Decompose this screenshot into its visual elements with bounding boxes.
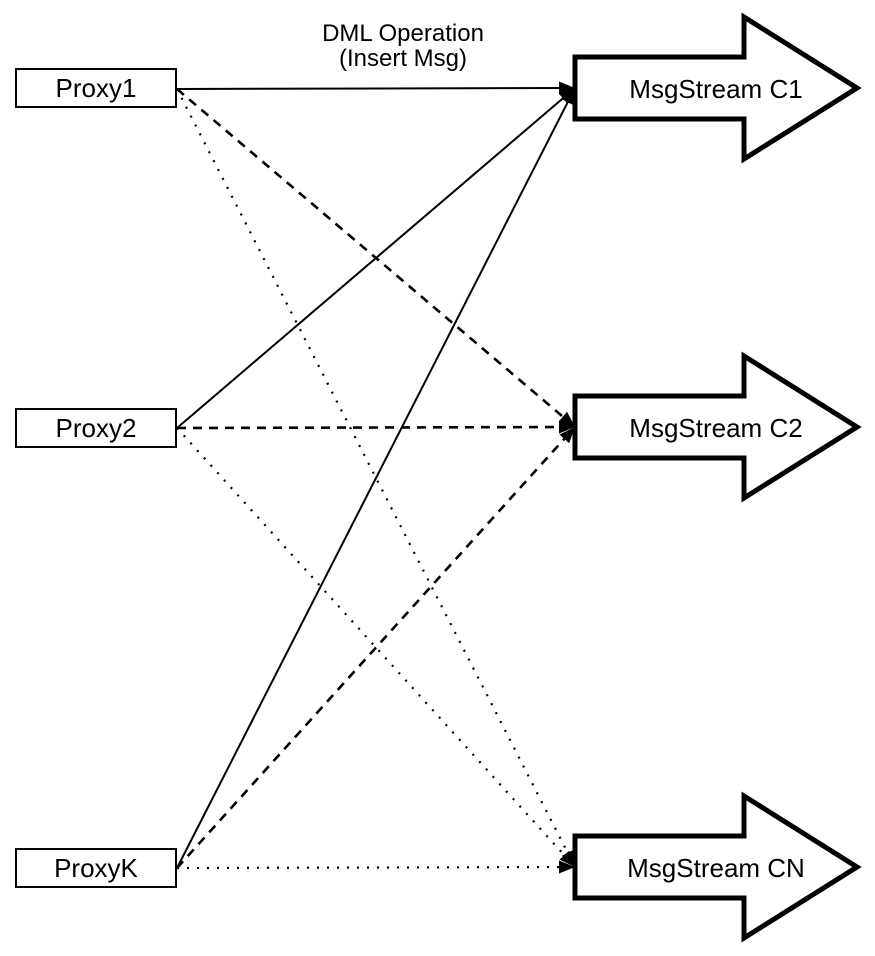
msgstream-c1-label: MsgStream C1: [629, 74, 802, 104]
block-arrow-icon: [572, 791, 862, 943]
msgstream-c1-node: MsgStream C1: [572, 12, 862, 164]
edge-proxyk-msgstream-c1: [176, 87, 576, 869]
proxy1-node: Proxy1: [15, 68, 177, 108]
msgstream-cn-node: MsgStream CN: [572, 791, 862, 943]
edge-proxy1-msgstream-c1: [176, 81, 576, 95]
proxy1-label: Proxy1: [55, 72, 137, 103]
edge-proxy2-msgstream-c2: [176, 420, 576, 434]
proxy2-node: Proxy2: [15, 408, 177, 448]
edge-proxyk-msgstream-c2: [176, 426, 576, 869]
stream-nodes: MsgStream C1 MsgStream C2 MsgStream CN: [572, 12, 862, 943]
block-arrow-icon: [572, 351, 862, 503]
edges: [176, 81, 576, 874]
block-arrow-icon: [572, 12, 862, 164]
msgstream-cn-label: MsgStream CN: [627, 853, 805, 883]
dml-operation-label-line2: (Insert Msg): [338, 45, 467, 72]
edge-proxy1-msgstream-c2: [176, 88, 576, 428]
dml-operation-label: DML Operation (Insert Msg): [283, 21, 523, 71]
edge-proxyk-msgstream-cn: [176, 860, 576, 874]
proxyk-label: ProxyK: [54, 852, 138, 883]
dml-operation-label-line1: DML Operation: [322, 20, 484, 47]
proxyk-node: ProxyK: [15, 848, 177, 888]
proxy2-label: Proxy2: [55, 412, 137, 443]
msgstream-c2-label: MsgStream C2: [629, 413, 802, 443]
msgstream-c2-node: MsgStream C2: [572, 351, 862, 503]
